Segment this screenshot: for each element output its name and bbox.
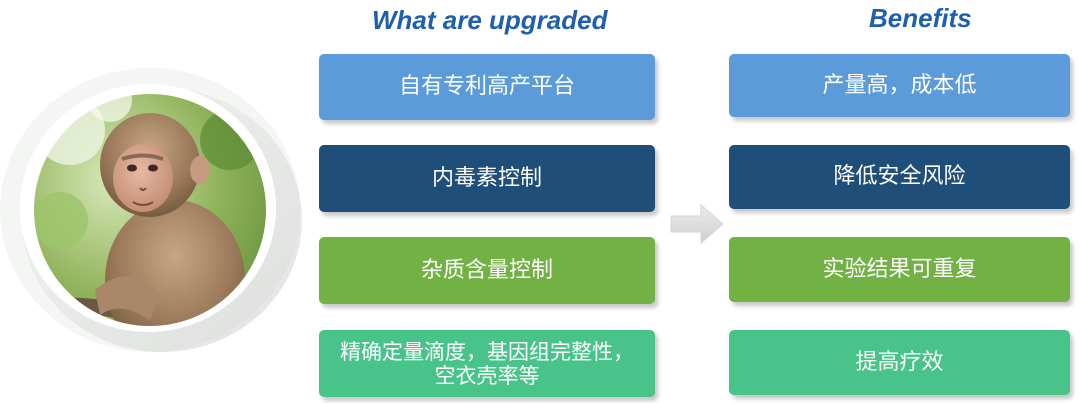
upgrade-box-3: 杂质含量控制	[319, 237, 655, 304]
upgrade-label: 内毒素控制	[431, 165, 542, 191]
upgrade-box-1: 自有专利高产平台	[319, 54, 655, 120]
benefit-box-4: 提高疗效	[729, 330, 1070, 395]
upgrade-label: 杂质含量控制	[420, 257, 553, 283]
benefit-label: 实验结果可重复	[822, 256, 977, 282]
benefit-label: 产量高，成本低	[822, 72, 977, 98]
benefit-label: 降低安全风险	[833, 164, 966, 189]
upgrade-box-2: 内毒素控制	[319, 145, 655, 212]
upgrade-label: 精确定量滴度，基因组完整性， 空衣壳率等	[340, 339, 634, 388]
upgrade-label: 自有专利高产平台	[398, 74, 575, 99]
upgraded-heading: What are upgraded	[372, 5, 608, 35]
benefit-box-1: 产量高，成本低	[729, 54, 1070, 117]
benefit-label: 提高疗效	[855, 349, 944, 375]
upgrade-box-4: 精确定量滴度，基因组完整性， 空衣壳率等	[319, 330, 655, 397]
monkey-photo	[0, 68, 302, 352]
benefit-box-3: 实验结果可重复	[729, 237, 1070, 302]
benefit-box-2: 降低安全风险	[729, 145, 1070, 209]
benefits-heading: Benefits	[869, 3, 972, 33]
right-arrow-icon	[670, 203, 724, 245]
